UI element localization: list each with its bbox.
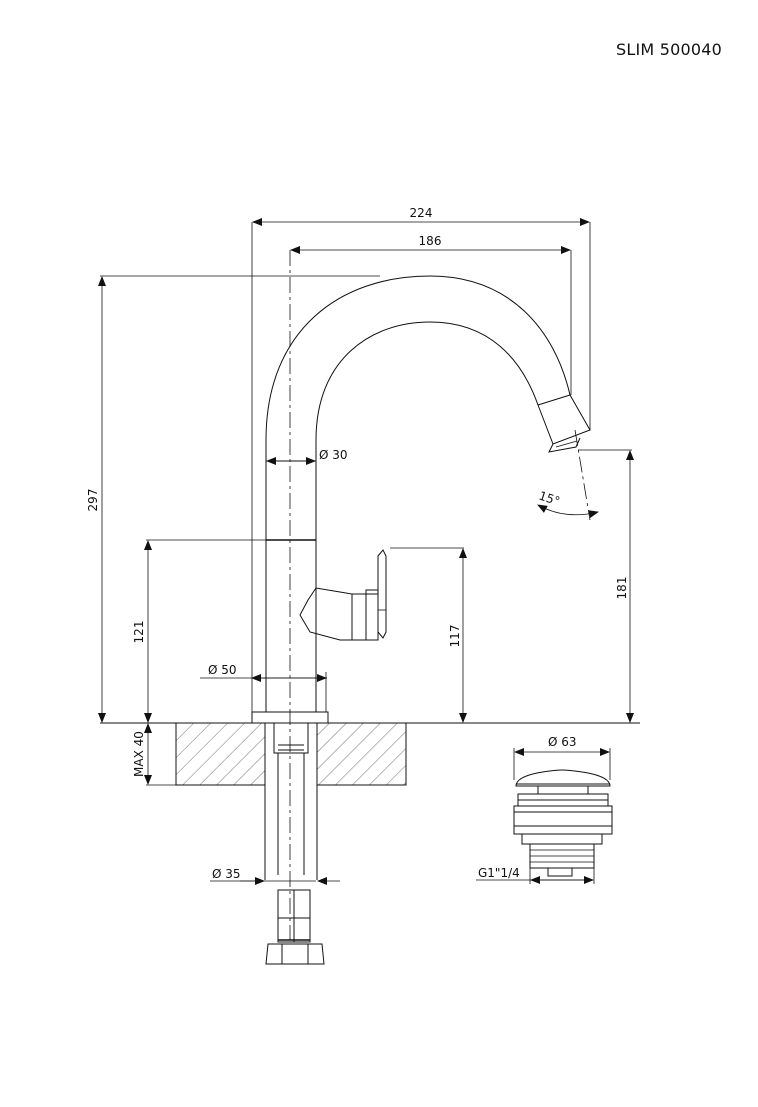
dimension-297: 297: [86, 276, 106, 723]
svg-text:297: 297: [86, 489, 100, 512]
waste-fitting: [513, 769, 613, 877]
countertop-section: [175, 722, 407, 786]
dimension-diameter-50: Ø 50: [200, 663, 327, 682]
svg-text:117: 117: [448, 625, 462, 648]
dimension-diameter-35: Ø 35: [210, 867, 340, 885]
svg-text:Ø 63: Ø 63: [548, 735, 577, 749]
dimension-117: 117: [448, 548, 467, 723]
drawing-title: SLIM 500040: [616, 40, 722, 59]
dimension-diameter-63: Ø 63: [513, 735, 611, 780]
dimension-224: 224: [252, 206, 590, 226]
dimension-thread-g114: G1"1/4: [476, 866, 595, 884]
svg-text:186: 186: [419, 234, 442, 248]
shank: [264, 722, 325, 965]
dimension-181: 181: [615, 450, 634, 723]
dimension-121: 121: [132, 540, 152, 723]
svg-text:181: 181: [615, 577, 629, 600]
svg-text:Ø 35: Ø 35: [212, 867, 241, 881]
svg-text:G1"1/4: G1"1/4: [478, 866, 520, 880]
dimension-diameter-30: Ø 30: [266, 448, 348, 465]
svg-text:121: 121: [132, 621, 146, 644]
dimension-186: 186: [290, 234, 571, 254]
svg-text:15°: 15°: [537, 489, 562, 509]
dimension-angle-15: 15°: [537, 489, 599, 519]
svg-text:Ø 50: Ø 50: [208, 663, 237, 677]
svg-text:224: 224: [410, 206, 433, 220]
svg-text:MAX 40: MAX 40: [132, 731, 146, 777]
dimension-max40: MAX 40: [132, 723, 152, 785]
svg-text:Ø 30: Ø 30: [319, 448, 348, 462]
